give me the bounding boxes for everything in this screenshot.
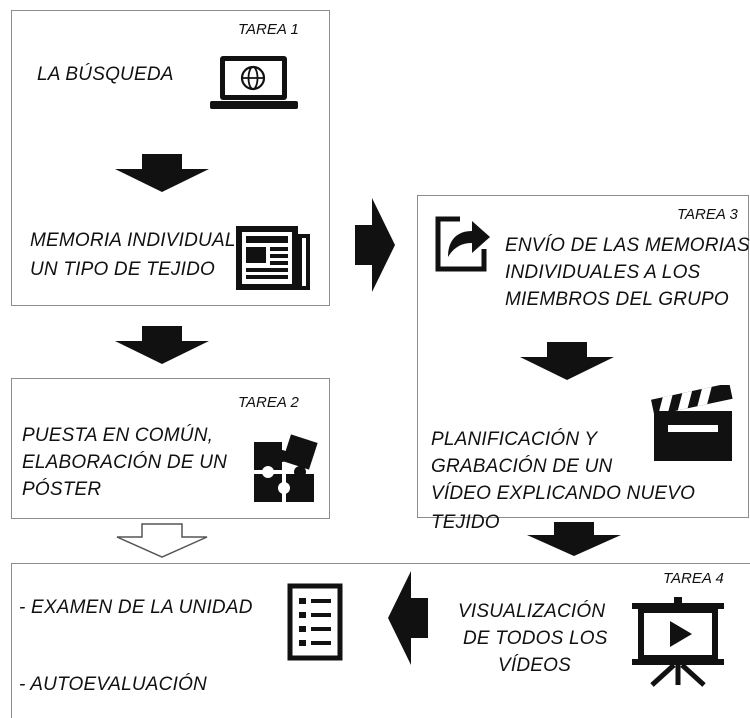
task4-self-eval: - AUTOEVALUACIÓN (19, 674, 207, 695)
share-icon (435, 216, 490, 272)
task2-line3: PÓSTER (22, 479, 102, 500)
task2-line1: PUESTA EN COMÚN, (22, 425, 214, 446)
checklist-icon (287, 583, 343, 661)
left-arrow (388, 571, 428, 665)
task4-exam: - EXAMEN DE LA UNIDAD (19, 597, 253, 618)
task2-tag: TAREA 2 (238, 394, 299, 411)
hollow-down-arrow (116, 523, 208, 558)
task4-view-line3: VÍDEOS (498, 655, 571, 676)
down-arrow-1 (115, 154, 209, 192)
task2-line2: ELABORACIÓN DE UN (22, 452, 228, 473)
task3-send-line1: ENVÍO DE LAS MEMORIAS (505, 235, 750, 256)
projector-screen-icon (632, 597, 724, 687)
task3-plan-line3: VÍDEO EXPLICANDO NUEVO TEJIDO (431, 483, 696, 533)
task1-memory-line2: UN TIPO DE TEJIDO (30, 259, 215, 280)
task4-box (11, 563, 750, 718)
task4-tag: TAREA 4 (663, 570, 724, 587)
task1-search-label: LA BÚSQUEDA (37, 64, 174, 85)
task4-view-line2: DE TODOS LOS (463, 628, 608, 649)
down-arrow-3 (520, 342, 614, 380)
task3-plan-line1: PLANIFICACIÓN Y (431, 429, 598, 450)
down-arrow-4 (527, 522, 621, 556)
task3-tag: TAREA 3 (677, 206, 738, 223)
task4-view-line1: VISUALIZACIÓN (458, 601, 606, 622)
puzzle-icon (254, 434, 318, 502)
task3-plan-line2: GRABACIÓN DE UN (431, 456, 613, 477)
down-arrow-2 (115, 326, 209, 364)
clapperboard-icon (651, 385, 733, 461)
newspaper-icon (236, 226, 310, 290)
right-arrow (355, 198, 395, 292)
laptop-globe-icon (210, 56, 298, 109)
task3-send-line2: INDIVIDUALES A LOS (505, 262, 701, 283)
task3-send-line3: MIEMBROS DEL GRUPO (505, 289, 729, 310)
task1-tag: TAREA 1 (238, 21, 299, 38)
task1-memory-line1: MEMORIA INDIVIDUAL: (30, 230, 242, 251)
